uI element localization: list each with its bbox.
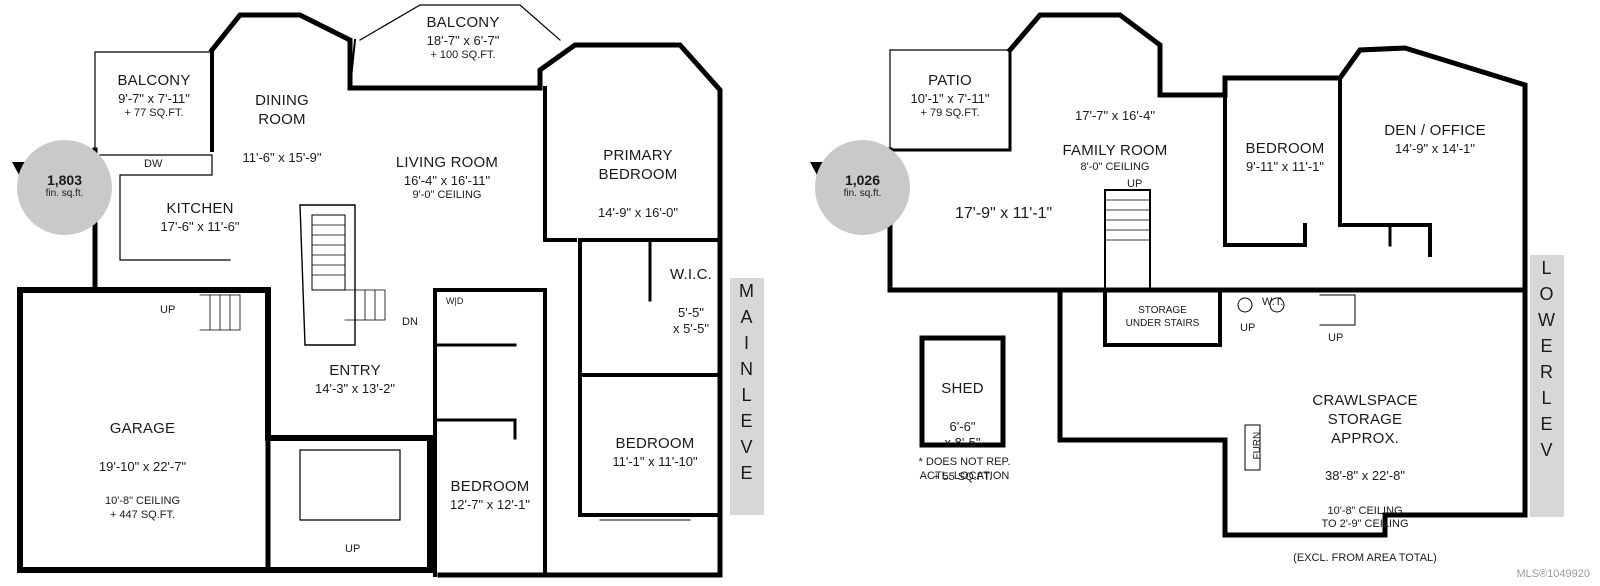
- room-balcony-left: BALCONY 9'-7" x 7'-11" + 77 SQ.FT.: [95, 72, 213, 121]
- room-dims: 14'-3" x 13'-2": [315, 380, 395, 396]
- room-kitchen: KITCHEN 17'-6" x 11'-6": [140, 200, 260, 235]
- level-letter: N: [740, 359, 754, 379]
- washer-dryer-label: W|D: [446, 296, 464, 306]
- room-dims: 16'-4" x 16'-11": [403, 172, 491, 188]
- room-title: KITCHEN: [166, 200, 234, 217]
- lower-level-banner: L O W E R L E V: [1530, 255, 1564, 517]
- up-marker: UP: [160, 304, 176, 316]
- shed-note: * DOES NOT REP. ACTL. LOCATION: [918, 456, 1011, 482]
- room-title: SHED: [941, 380, 984, 397]
- room-extra: 10'-8" CEILING + 447 SQ.FT.: [104, 495, 181, 521]
- mls-number: MLS®1049920: [1516, 568, 1590, 580]
- room-extra: + 79 SQ.FT.: [920, 107, 980, 119]
- level-letter: R: [1540, 362, 1554, 382]
- room-patio: PATIO 10'-1" x 7'-11" + 79 SQ.FT.: [895, 72, 1005, 121]
- room-extra: + 77 SQ.FT.: [124, 107, 184, 119]
- room-title: BEDROOM: [450, 478, 530, 495]
- area-badge-main: 1,803 fin. sq.ft.: [17, 140, 112, 235]
- room-dims: 19'-10" x 22'-7": [98, 458, 187, 474]
- down-marker: DN: [402, 316, 418, 328]
- room-dining: DINING ROOM 11'-6" x 15'-9": [222, 72, 342, 186]
- room-primary-bedroom: PRIMARY BEDROOM 14'-9" x 16'-0": [578, 127, 698, 241]
- level-letter: V: [1540, 440, 1554, 460]
- level-letter: I: [743, 333, 750, 353]
- level-letter: E: [1540, 414, 1554, 434]
- room-title: BALCONY: [117, 72, 191, 89]
- level-letter: W: [1538, 310, 1556, 330]
- area-unit: fin. sq.ft.: [843, 188, 882, 199]
- room-bedroom-b: BEDROOM 12'-7" x 12'-1": [440, 478, 540, 513]
- room-title: BEDROOM: [615, 435, 695, 452]
- room-dims: 11'-6" x 15'-9": [242, 149, 322, 165]
- room-dims: 14'-9" x 14'-1": [1395, 140, 1475, 156]
- room-title: PRIMARY BEDROOM: [598, 147, 678, 183]
- room-dims: 9'-11" x 11'-1": [1245, 158, 1325, 174]
- room-den-office: DEN / OFFICE 14'-9" x 14'-1": [1375, 122, 1495, 157]
- room-title: LIVING ROOM: [395, 154, 499, 171]
- room-living: LIVING ROOM 16'-4" x 16'-11" 9'-0" CEILI…: [372, 154, 522, 203]
- room-dims: 17'-7" x 16'-4": [1075, 108, 1155, 123]
- up-marker: UP: [1240, 322, 1256, 334]
- room-dims: 10'-1" x 7'-11": [910, 90, 990, 106]
- room-family: 17'-7" x 16'-4" FAMILY ROOM 8'-0" CEILIN…: [1050, 108, 1180, 175]
- room-title: BEDROOM: [1245, 140, 1325, 157]
- room-title: FAMILY ROOM: [1062, 142, 1168, 160]
- room-shed: SHED 6'-6" x 8'-5" + 55 SQ.FT.: [925, 360, 1000, 505]
- up-marker: UP: [1127, 178, 1143, 190]
- room-extra: 10'-8" CEILING TO 2'-9" CEILING: [1321, 504, 1409, 531]
- room-title: DINING ROOM: [255, 92, 309, 128]
- room-dims: 9'-7" x 7'-11": [118, 90, 190, 106]
- up-marker: UP: [345, 543, 361, 555]
- family-dims-secondary: 17'-9" x 11'-1": [955, 205, 1053, 222]
- room-dims: 14'-9" x 16'-0": [598, 204, 678, 220]
- room-dims: 17'-6" x 11'-6": [160, 218, 240, 234]
- level-letter: E: [740, 411, 754, 431]
- room-crawlspace: CRAWLSPACE STORAGE APPROX. 38'-8" x 22'-…: [1275, 372, 1455, 586]
- room-extra: + 100 SQ.FT.: [430, 49, 496, 61]
- water-tank-label: W.T.: [1262, 296, 1284, 308]
- room-extra: 8'-0" CEILING: [1080, 161, 1150, 173]
- room-bedroom-a: BEDROOM 11'-1" x 11'-10": [595, 435, 715, 470]
- room-storage-under-stairs: STORAGE UNDER STAIRS: [1125, 305, 1200, 329]
- area-badge-lower: 1,026 fin. sq.ft.: [815, 140, 910, 235]
- area-value: 1,026: [844, 172, 881, 188]
- room-garage: GARAGE 19'-10" x 22'-7" 10'-8" CEILING +…: [70, 400, 215, 543]
- level-letter: M: [739, 281, 755, 301]
- level-letter: L: [741, 385, 753, 405]
- main-level-banner: M A I N L E V E: [730, 278, 764, 515]
- room-wic: W.I.C. 5'-5" x 5'-5": [655, 246, 727, 357]
- level-letter: L: [1541, 388, 1553, 408]
- room-dims: 5'-5" x 5'-5": [673, 304, 709, 336]
- level-letter: V: [740, 437, 754, 457]
- room-entry: ENTRY 14'-3" x 13'-2": [300, 362, 410, 397]
- room-title: PATIO: [928, 72, 972, 89]
- dishwasher-label: DW: [144, 158, 163, 170]
- furnace-label: FURN.: [1252, 428, 1264, 460]
- room-title: DEN / OFFICE: [1384, 122, 1486, 139]
- up-marker: UP: [1328, 332, 1344, 344]
- area-unit: fin. sq.ft.: [45, 188, 84, 199]
- room-title: W.I.C.: [669, 266, 713, 283]
- area-value: 1,803: [46, 172, 83, 188]
- room-extra: 9'-0" CEILING: [412, 189, 482, 201]
- room-title: ENTRY: [329, 362, 381, 379]
- room-title: GARAGE: [109, 420, 176, 437]
- room-extra: + 55 SQ.FT.: [933, 471, 992, 484]
- room-dims: 11'-1" x 11'-10": [612, 453, 698, 469]
- room-balcony-top: BALCONY 18'-7" x 6'-7" + 100 SQ.FT.: [398, 14, 528, 63]
- room-dims: 12'-7" x 12'-1": [450, 496, 530, 512]
- room-title: CRAWLSPACE STORAGE APPROX.: [1312, 392, 1418, 447]
- room-lower-bedroom: BEDROOM 9'-11" x 11'-1": [1230, 140, 1340, 175]
- room-dims: 6'-6" x 8'-5": [944, 418, 981, 450]
- room-title: BALCONY: [426, 14, 500, 31]
- room-dims: 38'-8" x 22'-8": [1325, 468, 1405, 484]
- level-letter: A: [740, 307, 754, 327]
- room-extra: (EXCL. FROM AREA TOTAL): [1293, 552, 1437, 564]
- level-letter: E: [740, 463, 754, 483]
- level-letter: O: [1539, 284, 1555, 304]
- level-letter: L: [1541, 258, 1553, 278]
- level-letter: E: [1540, 336, 1554, 356]
- room-dims: 18'-7" x 6'-7": [426, 32, 500, 48]
